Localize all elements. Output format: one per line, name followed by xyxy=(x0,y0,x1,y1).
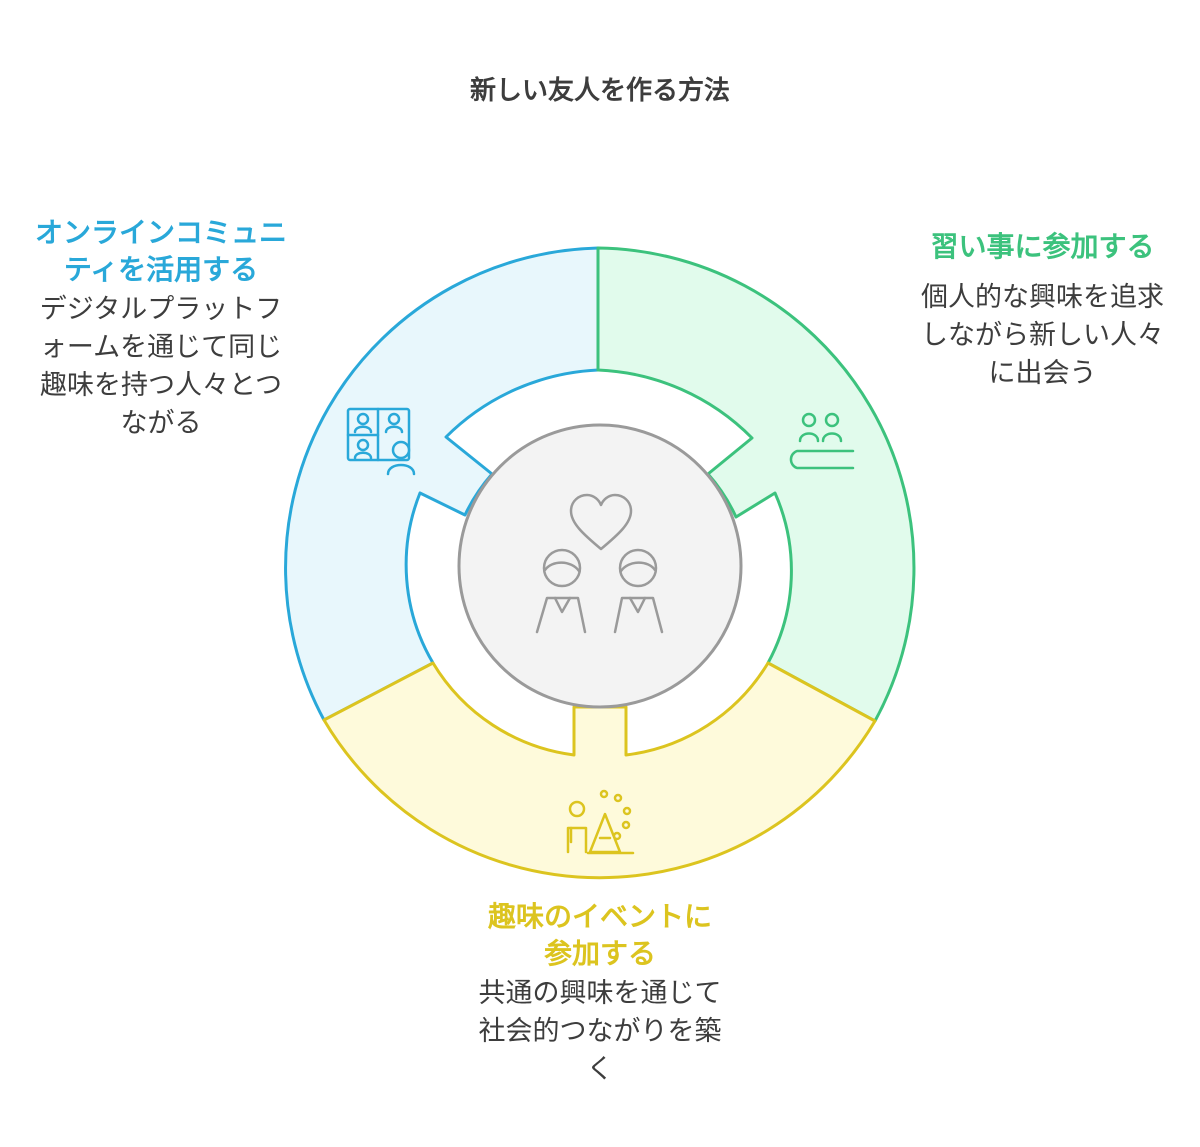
video-call-people-icon xyxy=(346,407,416,476)
class-audience-icon xyxy=(789,412,855,470)
segment-event xyxy=(322,661,877,880)
segment-label-event: 趣味のイベントに参加する 共通の興味を通じて社会的つながりを築く xyxy=(478,898,722,1089)
page-title: 新しい友人を作る方法 xyxy=(469,76,730,106)
segment-description-event: 共通の興味を通じて社会的つながりを築く xyxy=(478,978,722,1085)
center-circle xyxy=(457,423,743,709)
event-people-icon xyxy=(566,789,635,855)
segment-description-online: デジタルプラットフォームを通じて同じ趣味を持つ人々とつながる xyxy=(39,294,283,439)
segment-heading-lesson: 習い事に参加する xyxy=(930,230,1155,263)
segment-description-lesson: 個人的な興味を追求しながら新しい人々に出会う xyxy=(921,282,1164,389)
friends-heart-icon xyxy=(535,493,664,634)
segment-label-online: オンラインコミュニティを活用する デジタルプラットフォームを通じて同じ趣味を持つ… xyxy=(30,214,292,443)
segment-heading-online: オンラインコミュニティを活用する xyxy=(34,216,287,286)
segment-heading-event: 趣味のイベントに参加する xyxy=(487,900,712,970)
segment-label-lesson: 習い事に参加する 個人的な興味を追求しながら新しい人々に出会う xyxy=(915,228,1170,393)
